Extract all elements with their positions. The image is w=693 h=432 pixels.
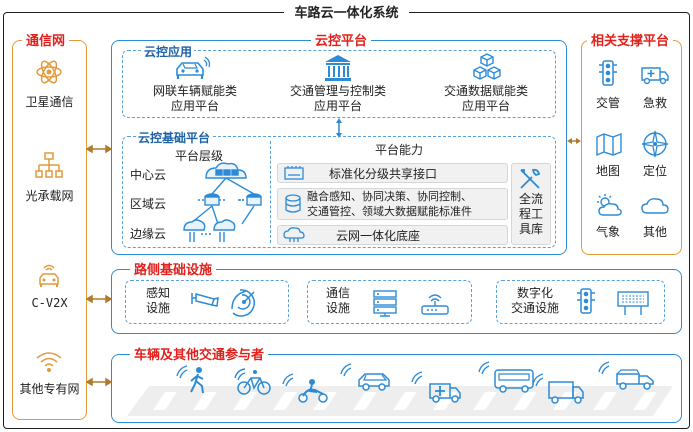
support-link-arrow <box>567 138 581 144</box>
car-icon <box>340 363 390 391</box>
vehicles-title: 车辆及其他交通参与者 <box>130 344 269 363</box>
comm-link-arrows <box>85 144 113 387</box>
tools-icon <box>520 168 541 189</box>
government-building-icon <box>325 55 351 81</box>
capability-standards <box>277 188 508 220</box>
map-icon <box>596 132 622 157</box>
support-item-label: 定位 <box>642 164 667 178</box>
support-item-label: 气象 <box>595 225 620 239</box>
roadside-group-label: 感知设施 <box>145 286 170 315</box>
support-platform-title: 相关支撑平台 <box>587 30 674 49</box>
server-icon <box>373 290 397 317</box>
capability-interface-label: 标准化分级共享接口 <box>329 167 438 181</box>
comm-item-label: C-V2X <box>31 296 68 310</box>
radar-icon <box>231 289 255 317</box>
cloud-apps-title: 云控应用 <box>142 43 195 60</box>
cloud-platform-title: 云控平台 <box>311 30 372 49</box>
cloud-level-center: 中心云 <box>130 168 167 182</box>
cloud-app-label: 网联车辆赋能类应用平台 <box>152 84 237 113</box>
platform-levels-divider <box>270 141 271 243</box>
cloud-app-label: 交通数据赋能类应用平台 <box>443 84 528 113</box>
roadside-group-label: 数字化交通设施 <box>510 286 559 315</box>
cloud-app-label: 交通管理与控制类应用平台 <box>289 84 386 113</box>
platform-capability-title: 平台能力 <box>375 143 424 157</box>
cloud-base-title: 云控基础平台 <box>136 129 213 146</box>
support-item-label: 地图 <box>595 164 620 178</box>
pedestrian-icon <box>176 365 204 394</box>
comm-network-panel <box>12 40 87 420</box>
platform-levels-title: 平台层级 <box>175 149 224 163</box>
capability-interface <box>277 163 508 183</box>
motorcycle-icon <box>282 373 328 403</box>
truck-icon <box>532 373 584 404</box>
satellite-icon <box>36 60 62 84</box>
car-signal-icon <box>39 264 59 287</box>
cloud-level-region: 区域云 <box>130 197 167 211</box>
apps-base-link-arrow <box>336 118 342 138</box>
support-item-label: 急救 <box>642 96 667 110</box>
comm-item-label: 其他专有网 <box>19 382 80 396</box>
cloud-base-panel <box>122 136 556 248</box>
ambulance-icon <box>641 67 669 85</box>
bus-icon <box>478 361 534 393</box>
interface-icon <box>284 166 304 180</box>
support-item-label: 其他 <box>642 225 667 239</box>
connected-car-icon <box>176 56 211 79</box>
cloud-apps-panel <box>122 50 556 118</box>
roadside-group-label: 通信设施 <box>325 286 350 315</box>
wifi-icon <box>36 352 62 372</box>
database-icon <box>285 194 301 213</box>
dump-truck-icon <box>598 361 654 390</box>
traffic-light-icon <box>599 60 617 86</box>
roadside-title: 路侧基础设施 <box>130 259 217 278</box>
capability-base <box>277 225 508 245</box>
system-title: 车路云一体化系统 <box>0 2 693 21</box>
cloud-hierarchy-icon <box>183 162 262 242</box>
billboard-icon <box>617 291 649 315</box>
roadside-group-comm <box>307 280 472 324</box>
cloud-level-edge: 边缘云 <box>130 227 167 241</box>
roadside-group-digital <box>496 280 665 324</box>
capability-standards-label: 融合感知、协同决策、协同控制、交通管控、领域大数据赋能标准件 <box>307 190 472 218</box>
weather-icon <box>597 194 622 216</box>
cloud-icon <box>641 198 669 214</box>
compass-icon <box>641 130 669 158</box>
data-cubes-icon <box>473 53 501 80</box>
router-icon <box>421 294 449 315</box>
comm-item-label: 光承载网 <box>25 189 74 203</box>
comm-network-title: 通信网 <box>22 30 70 49</box>
toolkit-label: 全流程工具库 <box>518 192 543 236</box>
support-item-label: 交管 <box>595 96 620 110</box>
bicycle-icon <box>234 368 271 395</box>
cloud-network-icon <box>283 227 305 242</box>
comm-item-label: 卫星通信 <box>25 95 74 109</box>
toolkit-panel <box>511 163 551 245</box>
ambulance-icon <box>411 371 461 403</box>
roadside-group-sensing <box>125 280 289 324</box>
network-tree-icon <box>35 152 63 178</box>
camera-icon <box>191 293 219 307</box>
capability-base-label: 云网一体化底座 <box>336 229 421 243</box>
traffic-light-icon <box>577 288 595 314</box>
